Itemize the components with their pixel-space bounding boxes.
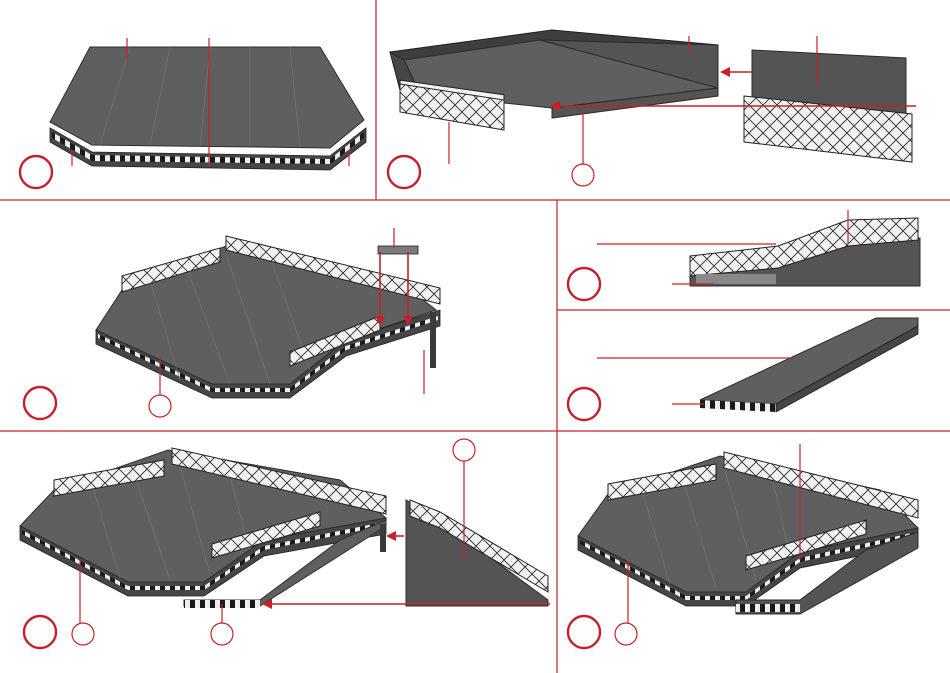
platform-with-railings-illustration — [96, 236, 440, 398]
step-number-circle — [20, 156, 52, 188]
panel-2 — [388, 30, 916, 188]
step-number-circle — [388, 156, 420, 188]
step-number-circle — [568, 388, 600, 420]
completed-platform-illustration — [578, 452, 918, 614]
panel-4 — [568, 210, 920, 300]
panel-6 — [20, 439, 550, 648]
panel-7 — [568, 444, 918, 648]
ramp-railing-detail-illustration — [690, 218, 920, 286]
step-number-circle — [568, 616, 600, 648]
part-number-circle — [453, 439, 475, 461]
part-number-circle — [615, 623, 637, 645]
panel-1 — [20, 38, 366, 188]
part-number-circle — [149, 395, 171, 417]
step-number-circle — [568, 268, 600, 300]
side-ramp-part — [406, 500, 548, 606]
platform-base-illustration — [50, 47, 366, 170]
ramp-plate-illustration — [700, 318, 918, 412]
part-number-circle — [211, 623, 233, 645]
part-number-circle — [72, 623, 94, 645]
step-number-circle — [24, 616, 56, 648]
ramp-platform-illustration — [390, 30, 718, 130]
panel-5 — [568, 318, 918, 420]
part-number-circle — [572, 164, 594, 186]
panel-3 — [24, 228, 440, 419]
step-number-circle — [24, 387, 56, 419]
platform-ramp-assembly-illustration — [20, 448, 386, 608]
